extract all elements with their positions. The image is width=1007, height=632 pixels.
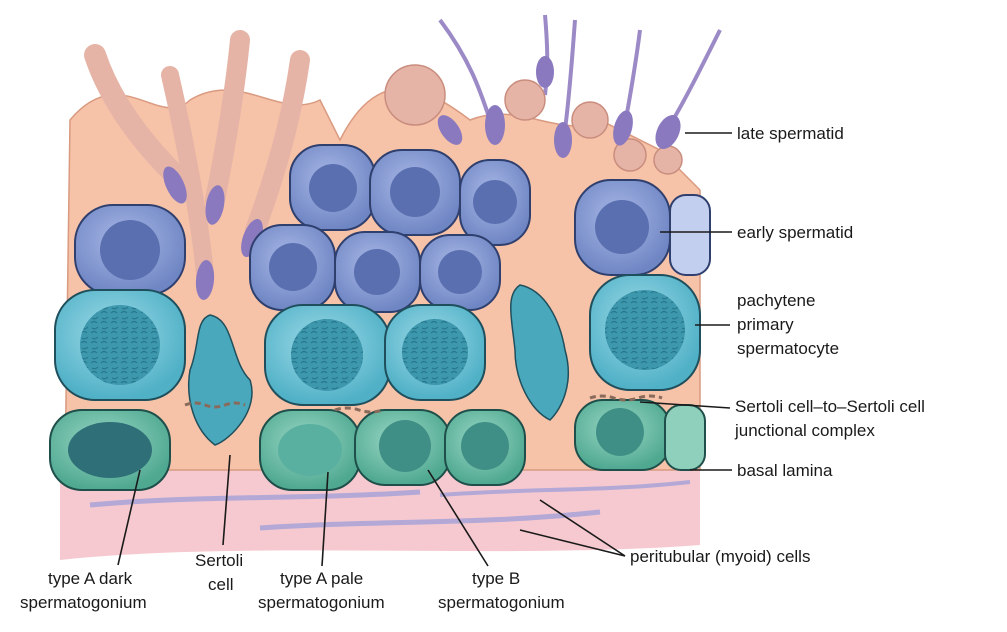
label-type-a-pale-line2: spermatogonium: [258, 593, 385, 612]
type-a-dark-nucleus: [68, 422, 152, 478]
label-type-a-dark-line1: type A dark: [48, 569, 133, 588]
label-pachytene-line3: spermatocyte: [737, 339, 839, 358]
label-late-spermatid: late spermatid: [737, 124, 844, 143]
label-type-a-pale-line1: type A pale: [280, 569, 363, 588]
label-type-a-dark-line2: spermatogonium: [20, 593, 147, 612]
label-basal-lamina: basal lamina: [737, 461, 833, 480]
label-junction-line2: junctional complex: [734, 421, 875, 440]
label-pachytene-line2: primary: [737, 315, 794, 334]
label-type-b-line2: spermatogonium: [438, 593, 565, 612]
label-sertoli-line1: Sertoli: [195, 551, 243, 570]
label-peritubular: peritubular (myoid) cells: [630, 547, 810, 566]
label-type-b-line1: type B: [472, 569, 520, 588]
label-junction-line1: Sertoli cell–to–Sertoli cell: [735, 397, 925, 416]
label-sertoli-line2: cell: [208, 575, 234, 594]
label-early-spermatid: early spermatid: [737, 223, 853, 242]
type-a-pale-nucleus: [278, 424, 342, 476]
label-pachytene-line1: pachytene: [737, 291, 815, 310]
